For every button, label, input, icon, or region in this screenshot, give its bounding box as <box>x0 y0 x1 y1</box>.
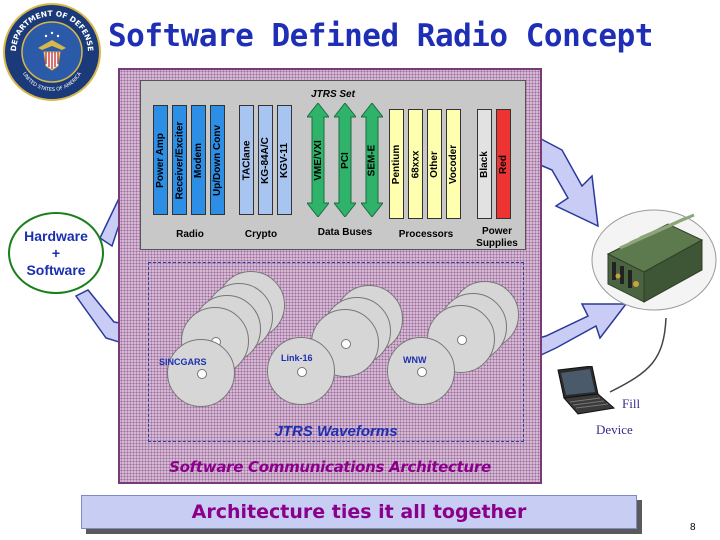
jtrs-set-title: JTRS Set <box>311 89 355 100</box>
slide-title: Software Defined Radio Concept <box>108 18 653 54</box>
disc-link16-1 <box>267 337 335 405</box>
radio-modem: Modem <box>191 105 206 215</box>
fill-device-line1: Fill <box>622 396 641 411</box>
processor-vocoder: Vocoder <box>446 109 461 219</box>
crypto-kgv-11: KGV-11 <box>277 105 292 215</box>
disc-wnw-1 <box>387 337 455 405</box>
radio-up-down-conv: Up/Down Conv <box>210 105 225 215</box>
processors-group-label: Processors <box>398 229 454 240</box>
power-red: Red <box>496 109 511 219</box>
waveform-link16-label: Link-16 <box>281 353 313 363</box>
crypto-taclane: TAClane <box>239 105 254 215</box>
page-number: 8 <box>690 522 696 533</box>
fill-device-cable <box>609 317 667 393</box>
banner-text: Architecture ties it all together <box>191 501 527 523</box>
crypto-kg-84a-c: KG-84A/C <box>258 105 273 215</box>
dod-seal-logo: DEPARTMENT OF DEFENSE UNITED STATES OF A… <box>3 3 101 101</box>
radio-power-amp: Power Amp <box>153 105 168 215</box>
laptop-icon <box>557 366 616 415</box>
processor-pentium: Pentium <box>389 109 404 219</box>
hardware-software-oval: Hardware + Software <box>8 212 104 294</box>
bus-sem-e: SEM-E <box>359 102 385 218</box>
radio-group-label: Radio <box>176 229 204 240</box>
power-group-label: Power Supplies <box>476 226 518 249</box>
bus-vme-vxi: VME/VXI <box>305 102 331 218</box>
disc-sincgars-1 <box>167 339 235 407</box>
radio-hardware-image <box>591 209 717 311</box>
waveforms-title: JTRS Waveforms <box>274 423 398 440</box>
processor-68xxx: 68xxx <box>408 109 423 219</box>
buses-group-label: Data Buses <box>317 227 373 238</box>
crypto-group-label: Crypto <box>244 229 278 240</box>
sca-label: Software Communications Architecture <box>169 458 491 476</box>
fill-device-line2: Device <box>596 422 633 437</box>
radio-receiver-exciter: Receiver/Exciter <box>172 105 187 215</box>
bottom-banner: Architecture ties it all together <box>81 495 637 529</box>
waveforms-box: JTRS Waveforms SINCGARS Link-16 WNW <box>148 262 524 442</box>
bus-pci: PCI <box>332 102 358 218</box>
waveform-sincgars-label: SINCGARS <box>159 357 207 367</box>
jtrs-set-box: JTRS Set Power Amp Receiver/Exciter Mode… <box>140 80 526 250</box>
processor-other: Other <box>427 109 442 219</box>
power-black: Black <box>477 109 492 219</box>
waveform-wnw-label: WNW <box>403 355 427 365</box>
